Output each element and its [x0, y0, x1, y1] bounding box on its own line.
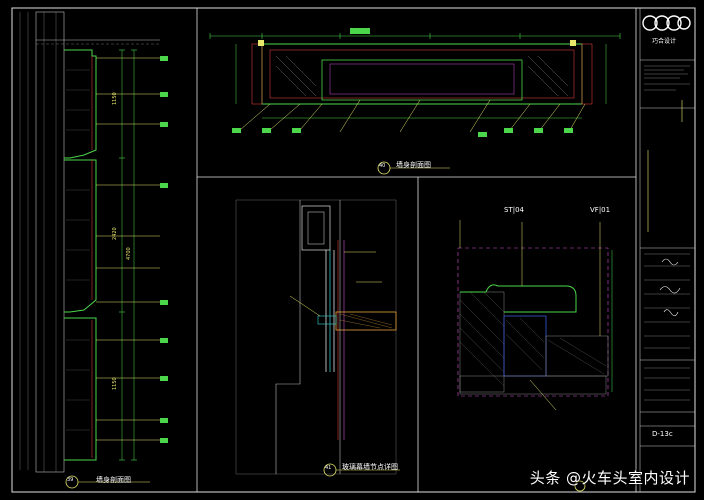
watermark-text: 头条 @火车头室内设计 [529, 469, 690, 487]
svg-text:1150: 1150 [112, 92, 118, 105]
panel-41-title: 玻璃幕墙节点详图 [342, 463, 398, 471]
title-block [640, 59, 695, 447]
panel-41-curtain-wall-detail [235, 199, 400, 477]
tag-vf: VF|01 [590, 206, 611, 214]
panel-39-title: 墙身剖面图 [96, 476, 131, 484]
panel-42-stone-detail [457, 220, 613, 492]
panel-41-number: 41 [325, 465, 332, 471]
logo-mark-icon [642, 15, 691, 31]
sheet-number: D-13c [652, 430, 673, 438]
panel-40-wall-section [209, 28, 621, 175]
tag-st: ST|04 [504, 206, 524, 214]
company-logo: 巧合设计 [640, 12, 692, 56]
svg-text:2420: 2420 [112, 227, 118, 240]
sheet-border [11, 7, 696, 493]
logo-text: 巧合设计 [652, 38, 677, 45]
panel-39-number: 39 [67, 477, 74, 483]
panel-39-wall-section: 1150 2420 1150 4700 [19, 11, 168, 489]
svg-text:4700: 4700 [126, 247, 132, 260]
panel-40-title: 墙身剖面图 [396, 161, 431, 169]
svg-text:1150: 1150 [112, 377, 118, 390]
panel-40-number: 40 [379, 163, 386, 169]
